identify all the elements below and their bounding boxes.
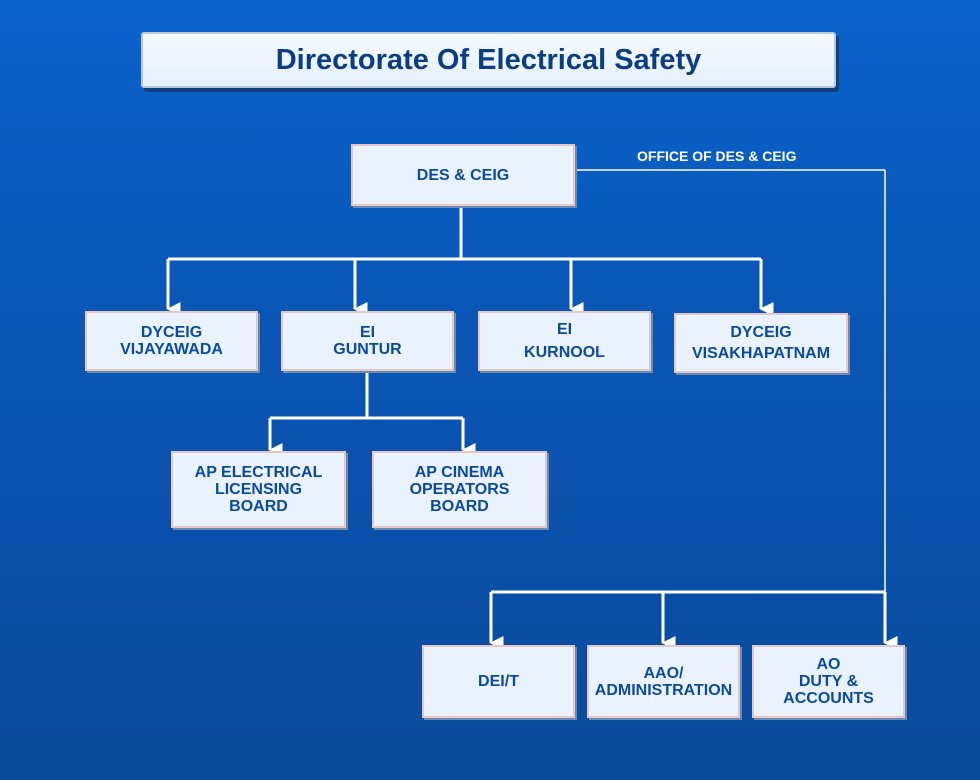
node-line: BOARD [229, 498, 288, 515]
office-label: OFFICE OF DES & CEIG [637, 148, 797, 164]
node-line: AP ELECTRICAL [194, 464, 323, 481]
node-line: DYCEIG [730, 324, 792, 341]
node-line: VISAKHAPATNAM [691, 345, 831, 362]
node-line: EI [359, 324, 376, 341]
node-line: ACCOUNTS [783, 690, 874, 707]
node-line: DYCEIG [140, 324, 203, 341]
node-ao-duty-accounts: AO DUTY & ACCOUNTS [752, 645, 905, 718]
node-dei-t: DEI/T [422, 645, 575, 718]
node-ap-cinema-operators-board: AP CINEMA OPERATORS BOARD [372, 451, 547, 528]
node-line: DUTY & [798, 673, 859, 690]
node-line: DEI/T [478, 673, 519, 690]
node-des-ceig: DES & CEIG [351, 144, 575, 206]
node-ap-electrical-licensing-board: AP ELECTRICAL LICENSING BOARD [171, 451, 346, 528]
node-line: KURNOOL [524, 344, 605, 361]
node-line: AP CINEMA [414, 464, 505, 481]
node-line: BOARD [430, 498, 489, 515]
node-dyceig-visakhapatnam: DYCEIG VISAKHAPATNAM [674, 313, 848, 373]
node-dyceig-vijayawada: DYCEIG VIJAYAWADA [85, 311, 258, 371]
node-line: ADMINISTRATION [594, 681, 733, 699]
node-line: VIJAYAWADA [120, 341, 223, 358]
node-ei-guntur: EI GUNTUR [281, 311, 454, 371]
node-line: AAO/ [643, 664, 684, 682]
node-line: GUNTUR [333, 341, 402, 358]
node-line: OPERATORS [409, 481, 510, 498]
node-line: AO [816, 656, 841, 673]
node-line: EI [556, 321, 573, 338]
page-title: Directorate Of Electrical Safety [275, 43, 702, 76]
node-aao-administration: AAO/ ADMINISTRATION [587, 645, 740, 718]
node-line: LICENSING [214, 481, 303, 498]
node-ei-kurnool: EI KURNOOL [478, 311, 651, 371]
node-line: DES & CEIG [416, 166, 510, 184]
title-banner: Directorate Of Electrical Safety [141, 32, 836, 88]
